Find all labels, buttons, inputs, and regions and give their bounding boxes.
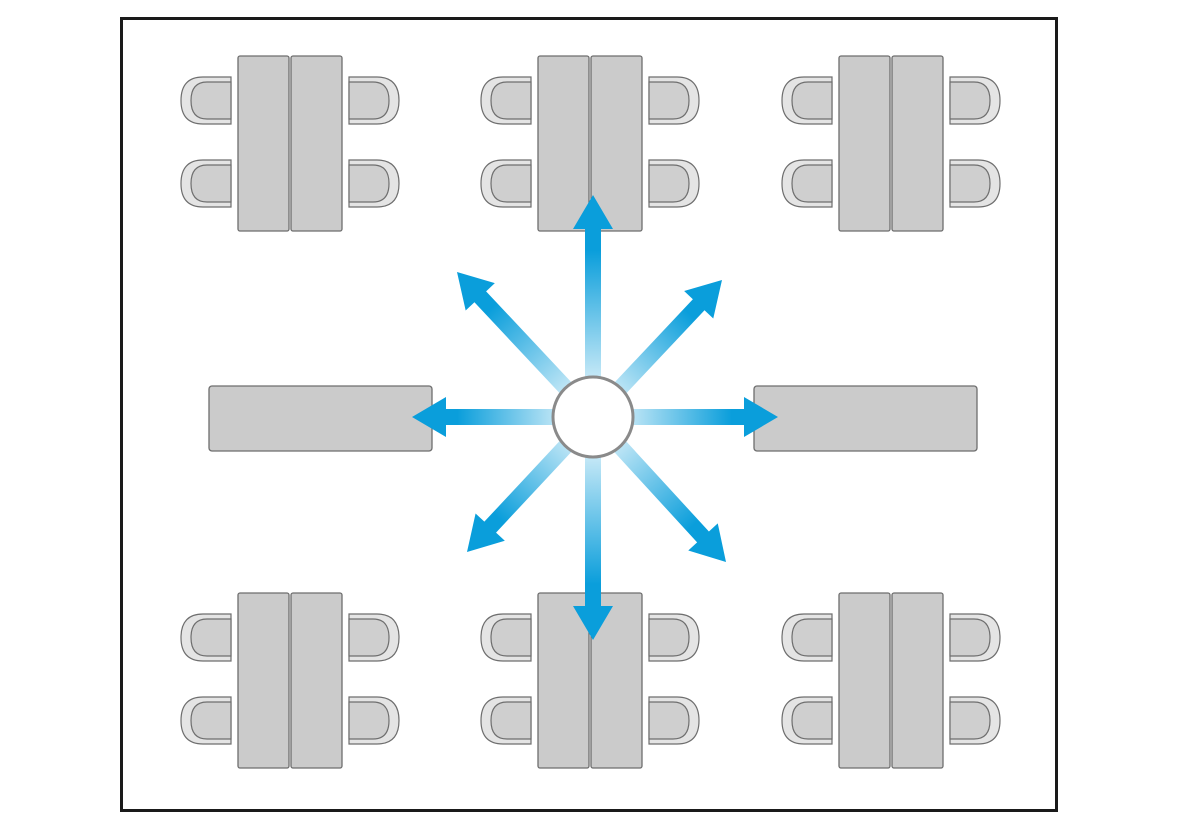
chair xyxy=(648,696,700,745)
chair-seat xyxy=(490,618,532,657)
table xyxy=(290,55,343,232)
arrow-shape xyxy=(412,397,593,437)
arrow-right-icon xyxy=(593,397,778,437)
table-group xyxy=(781,592,1001,769)
table xyxy=(838,55,891,232)
arrow-shape xyxy=(587,411,727,563)
chair-seat xyxy=(190,164,232,203)
chair-seat xyxy=(648,81,690,120)
chair xyxy=(480,696,532,745)
arrow-shape xyxy=(573,417,613,640)
arrow-shape xyxy=(593,397,778,437)
chair xyxy=(949,696,1001,745)
chair xyxy=(781,696,833,745)
chair-seat xyxy=(949,618,991,657)
chair xyxy=(648,613,700,662)
arrow-shape xyxy=(573,195,613,417)
chair-seat xyxy=(490,701,532,740)
chair xyxy=(949,76,1001,125)
long-table xyxy=(208,385,433,452)
chair xyxy=(348,159,400,208)
chair xyxy=(648,159,700,208)
arrow-left-icon xyxy=(412,397,593,437)
chair-seat xyxy=(190,618,232,657)
arrow-up-left-icon xyxy=(456,271,599,423)
table-group xyxy=(180,592,400,769)
chair xyxy=(781,76,833,125)
chair-seat xyxy=(348,701,390,740)
table xyxy=(891,55,944,232)
chair-seat xyxy=(791,164,833,203)
chair-seat xyxy=(949,164,991,203)
table-group xyxy=(781,55,1001,232)
chair xyxy=(480,159,532,208)
chair xyxy=(348,696,400,745)
long-table xyxy=(753,385,978,452)
arrow-up-icon xyxy=(573,195,613,417)
chair-seat xyxy=(190,701,232,740)
chair-seat xyxy=(490,164,532,203)
chair xyxy=(180,76,232,125)
table-group xyxy=(480,55,700,232)
chair xyxy=(348,613,400,662)
table-group xyxy=(480,592,700,769)
table xyxy=(590,592,643,769)
chair-seat xyxy=(648,164,690,203)
central-hub-circle xyxy=(551,375,635,459)
chair-seat xyxy=(949,81,991,120)
arrow-down-right-icon xyxy=(587,411,727,563)
chair xyxy=(480,76,532,125)
chair-seat xyxy=(348,81,390,120)
chair-seat xyxy=(348,618,390,657)
table xyxy=(290,592,343,769)
table xyxy=(590,55,643,232)
chair xyxy=(180,159,232,208)
chair-seat xyxy=(648,618,690,657)
table xyxy=(237,592,290,769)
chair xyxy=(781,613,833,662)
table xyxy=(838,592,891,769)
chair-seat xyxy=(490,81,532,120)
chair-seat xyxy=(791,618,833,657)
chair xyxy=(348,76,400,125)
chair xyxy=(949,613,1001,662)
chair-seat xyxy=(348,164,390,203)
table xyxy=(891,592,944,769)
chair-seat xyxy=(791,701,833,740)
chair xyxy=(781,159,833,208)
arrow-shape xyxy=(456,271,599,423)
chair xyxy=(648,76,700,125)
arrow-down-icon xyxy=(573,417,613,640)
chair xyxy=(180,613,232,662)
chair-seat xyxy=(190,81,232,120)
chair xyxy=(480,613,532,662)
table xyxy=(537,55,590,232)
table xyxy=(237,55,290,232)
chair-seat xyxy=(791,81,833,120)
table xyxy=(537,592,590,769)
chair xyxy=(949,159,1001,208)
chair-seat xyxy=(648,701,690,740)
chair xyxy=(180,696,232,745)
table-group xyxy=(180,55,400,232)
chair-seat xyxy=(949,701,991,740)
